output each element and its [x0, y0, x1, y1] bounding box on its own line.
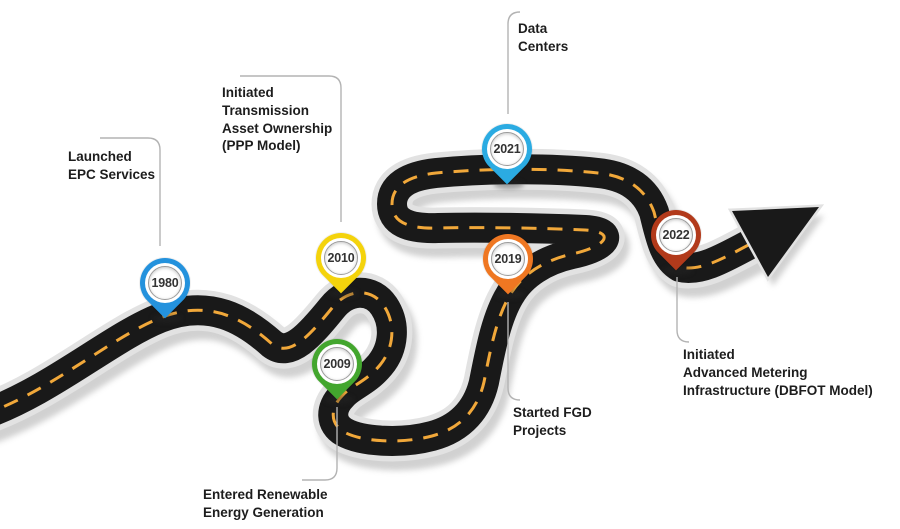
- leader-line-2022: [676, 277, 690, 343]
- leader-line-2019: [507, 302, 521, 401]
- leader-line-1980: [100, 137, 161, 246]
- pin-inner-disc: 1980: [145, 263, 185, 303]
- milestone-label-2022: Initiated Advanced Metering Infrastructu…: [683, 347, 873, 398]
- leader-line-2021: [507, 11, 521, 114]
- milestone-label-1980: Launched EPC Services: [68, 149, 156, 182]
- milestone-year: 2010: [324, 241, 358, 275]
- milestone-year: 2009: [320, 347, 354, 381]
- leader-line-2009: [302, 407, 338, 481]
- milestone-year: 2022: [659, 218, 693, 252]
- arrowhead-icon: [727, 204, 825, 282]
- pin-inner-disc: 2022: [656, 215, 696, 255]
- pin-shadow: [328, 289, 358, 298]
- pin-inner-disc: 2021: [487, 129, 527, 169]
- milestone-label-2010: Initiated Transmission Asset Ownership (…: [222, 85, 333, 154]
- pin-shadow: [663, 266, 693, 275]
- pin-inner-disc: 2019: [488, 239, 528, 279]
- pin-shadow: [495, 290, 525, 299]
- pin-shadow: [324, 395, 354, 404]
- milestone-year: 1980: [148, 266, 182, 300]
- milestone-year: 2019: [491, 242, 525, 276]
- milestone-label-2009: Entered Renewable Energy Generation: [203, 487, 328, 520]
- pin-shadow: [152, 314, 182, 323]
- milestone-year: 2021: [490, 132, 524, 166]
- milestone-label-2021: Data Centers: [518, 21, 569, 54]
- road-center-dashes: [0, 167, 753, 443]
- pin-shadow: [494, 180, 524, 189]
- pin-inner-disc: 2009: [317, 344, 357, 384]
- pin-inner-disc: 2010: [321, 238, 361, 278]
- milestone-label-2019: Started FGD Projects: [513, 405, 592, 438]
- leader-line-2010: [240, 75, 342, 222]
